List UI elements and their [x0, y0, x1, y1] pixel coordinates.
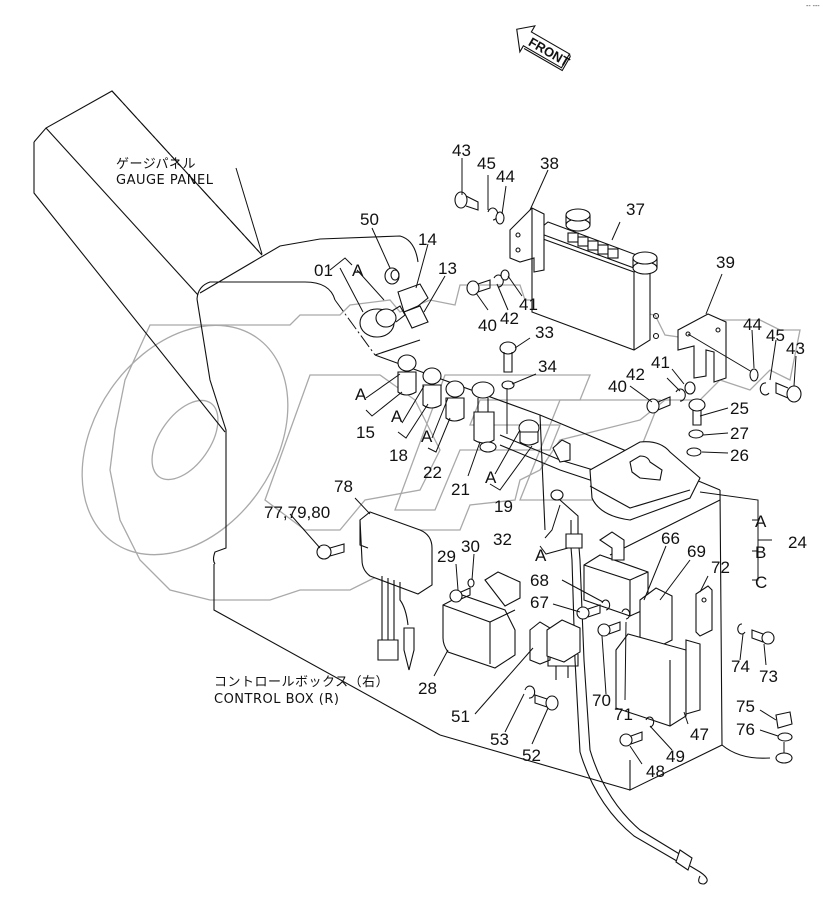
description-labels: ゲージパネル GAUGE PANEL コントロールボックス（右） CONTROL…: [116, 3, 820, 707]
battery: [531, 208, 660, 351]
callout-29: 29: [437, 547, 456, 566]
callout-71: 71: [614, 705, 633, 724]
callout-19: 19: [494, 497, 513, 516]
callout-73: 73: [759, 667, 778, 686]
callout-14: 14: [418, 230, 437, 249]
callout-66: 66: [661, 529, 680, 548]
relay-78: [316, 511, 433, 671]
callout-33: 33: [535, 323, 554, 342]
callout-32: 32: [493, 530, 512, 549]
callout-76: 76: [736, 720, 755, 739]
callout-45-right: 45: [766, 326, 785, 345]
relay-module-47: [576, 531, 793, 764]
part-callouts: 43 45 44 38 37 50 14 01 A 13 40 42 41 39…: [264, 141, 807, 781]
callout-48: 48: [646, 762, 665, 781]
leader-lines: [235, 158, 797, 765]
hardware: [454, 191, 802, 457]
callout-13: 13: [438, 259, 457, 278]
callout-42-right: 42: [626, 365, 645, 384]
lever-assembly: [499, 434, 708, 885]
gauge-panel-housing: [33, 90, 441, 736]
callout-34: 34: [538, 357, 557, 376]
callout-39: 39: [716, 253, 735, 272]
callout-24-A: A: [755, 512, 767, 531]
callout-50: 50: [360, 210, 379, 229]
control-box-label-en: CONTROL BOX (R): [214, 692, 339, 707]
callout-72: 72: [711, 558, 730, 577]
watermark: [81, 279, 801, 601]
callout-67: 67: [530, 593, 549, 612]
callout-37: 37: [626, 200, 645, 219]
callout-15-A: A: [355, 385, 367, 404]
callout-42: 42: [500, 309, 519, 328]
callout-44: 44: [496, 167, 515, 186]
callout-49: 49: [666, 747, 685, 766]
control-knobs: [397, 354, 540, 453]
callout-30: 30: [461, 537, 480, 556]
callout-69: 69: [687, 542, 706, 561]
callout-24: 24: [788, 533, 807, 552]
callout-77-79-80: 77,79,80: [264, 503, 330, 522]
bracket-39: [677, 313, 753, 383]
callout-01: 01: [314, 261, 333, 280]
callout-32-A: A: [535, 546, 547, 565]
callout-52: 52: [522, 746, 541, 765]
callout-44-right: 44: [743, 315, 762, 334]
bracket-38: [509, 207, 545, 273]
callout-18: 18: [389, 446, 408, 465]
relay-51: [524, 619, 581, 711]
corner-mark: -- ---: [806, 3, 820, 10]
callout-28: 28: [418, 679, 437, 698]
callout-21: 21: [451, 480, 470, 499]
callout-26: 26: [730, 446, 749, 465]
relay-28: [442, 571, 521, 669]
callout-18-A: A: [391, 407, 403, 426]
callout-51: 51: [451, 707, 470, 726]
callout-19-A: A: [485, 468, 497, 487]
callout-70: 70: [592, 691, 611, 710]
callout-22-A: A: [421, 427, 433, 446]
control-box-label-jp: コントロールボックス（右）: [214, 675, 389, 690]
front-label: FRONT: [526, 34, 572, 69]
callout-24-B: B: [755, 543, 766, 562]
gauge-panel-label-jp: ゲージパネル: [116, 157, 196, 172]
callout-15: 15: [356, 423, 375, 442]
callout-43-right: 43: [786, 339, 805, 358]
front-arrow: FRONT: [516, 25, 572, 72]
callout-47: 47: [690, 725, 709, 744]
callout-75: 75: [736, 697, 755, 716]
callout-01-A: A: [352, 261, 364, 280]
callout-41-right: 41: [651, 353, 670, 372]
callout-22: 22: [423, 463, 442, 482]
callout-24-C: C: [755, 573, 767, 592]
callout-78: 78: [334, 477, 353, 496]
callout-43: 43: [452, 141, 471, 160]
callout-38: 38: [540, 154, 559, 173]
callout-41: 41: [519, 295, 538, 314]
callout-27: 27: [730, 424, 749, 443]
callout-40-right: 40: [608, 377, 627, 396]
callout-74: 74: [731, 657, 750, 676]
callout-53: 53: [490, 730, 509, 749]
callout-40: 40: [478, 316, 497, 335]
callout-45: 45: [477, 154, 496, 173]
callout-68: 68: [530, 571, 549, 590]
callout-25: 25: [730, 399, 749, 418]
gauge-panel-label-en: GAUGE PANEL: [116, 173, 214, 188]
